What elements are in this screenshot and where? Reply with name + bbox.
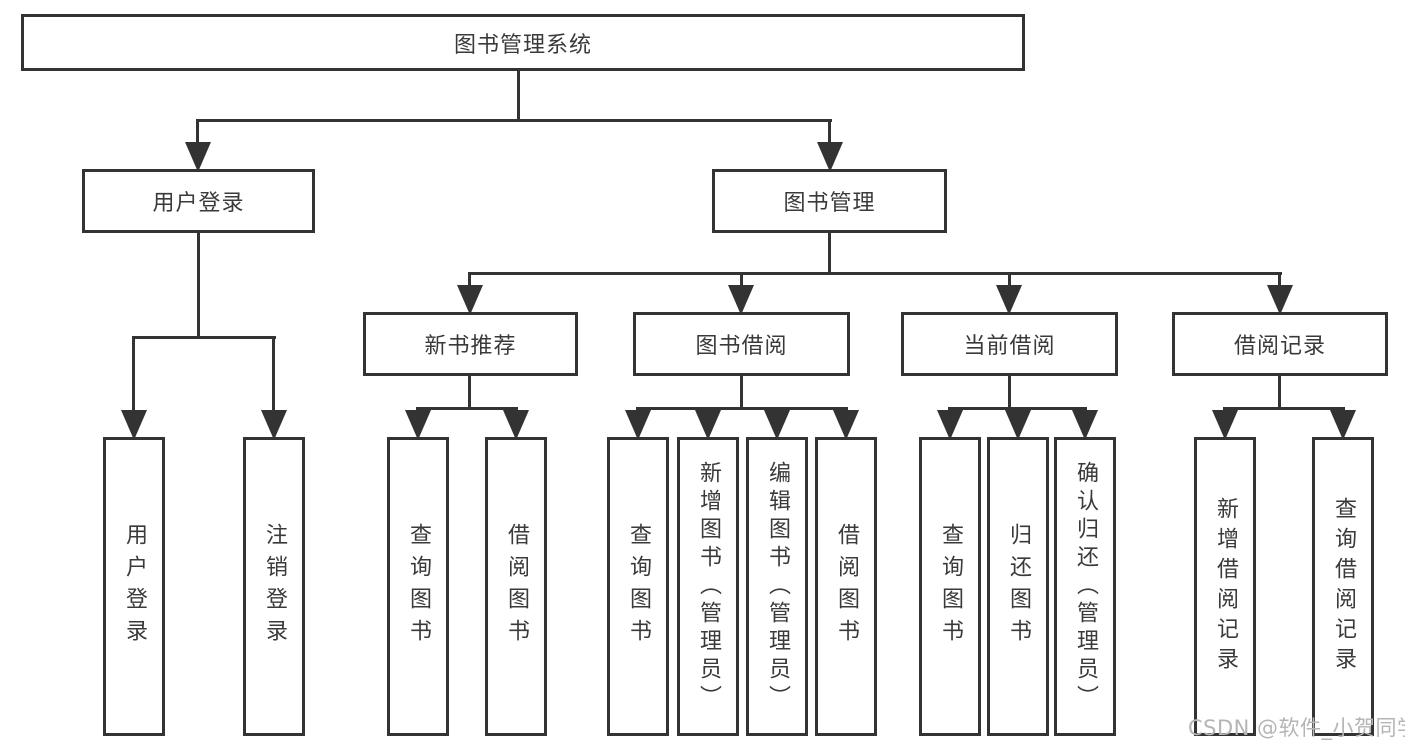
- arrow-down-icon: [833, 410, 859, 440]
- node-leaf-query-book-recommend: 查询图书: [387, 437, 449, 736]
- node-book-borrow: 图书借阅: [633, 312, 850, 376]
- node-leaf-return-book: 归还图书: [987, 437, 1049, 736]
- node-leaf-query-book-borrow-label: 查询图书: [626, 522, 651, 651]
- node-leaf-query-borrow-record-label: 查询借阅记录: [1331, 496, 1356, 677]
- node-leaf-query-book-current-label: 查询图书: [938, 522, 963, 651]
- node-book-management-label: 图书管理: [783, 191, 876, 216]
- connector-line: [740, 272, 743, 291]
- connector-line: [272, 336, 275, 416]
- arrow-down-icon: [1005, 410, 1031, 440]
- connector-line: [196, 119, 199, 148]
- node-leaf-logout-label: 注销登录: [262, 522, 287, 651]
- arrow-down-icon: [1330, 410, 1356, 440]
- node-borrow-record-label: 借阅记录: [1233, 334, 1326, 359]
- node-borrow-record: 借阅记录: [1172, 312, 1388, 376]
- node-leaf-user-login-label: 用户登录: [122, 522, 147, 651]
- node-current-borrow: 当前借阅: [901, 312, 1118, 376]
- node-leaf-logout: 注销登录: [243, 437, 305, 736]
- node-leaf-query-book-recommend-label: 查询图书: [406, 522, 431, 651]
- arrow-down-icon: [764, 410, 790, 440]
- connector-line: [468, 375, 471, 410]
- node-leaf-borrow-book: 借阅图书: [815, 437, 877, 736]
- connector-line: [196, 119, 832, 122]
- connector-line: [1278, 375, 1281, 410]
- arrow-down-icon: [728, 285, 754, 315]
- node-user-login-label: 用户登录: [152, 191, 245, 216]
- connector-line: [197, 233, 200, 339]
- node-leaf-borrow-book-label: 借阅图书: [834, 522, 859, 651]
- node-leaf-add-borrow-record: 新增借阅记录: [1194, 437, 1256, 736]
- arrow-down-icon: [457, 285, 483, 315]
- node-root-label: 图书管理系统: [453, 32, 592, 58]
- arrow-down-icon: [405, 410, 431, 440]
- connector-line: [740, 375, 743, 410]
- connector-line: [132, 336, 135, 416]
- node-book-management: 图书管理: [712, 169, 947, 233]
- node-leaf-add-book-admin-label: 新增图书（管理员）: [696, 460, 721, 713]
- arrow-down-icon: [695, 410, 721, 440]
- connector-line: [1223, 407, 1345, 410]
- arrow-down-icon: [261, 410, 287, 440]
- node-leaf-add-borrow-record-label: 新增借阅记录: [1213, 496, 1238, 677]
- connector-line: [1008, 375, 1011, 410]
- connector-line: [416, 407, 518, 410]
- arrow-down-icon: [996, 285, 1022, 315]
- connector-line: [636, 407, 848, 410]
- arrow-down-icon: [817, 142, 843, 172]
- node-new-book-recommend: 新书推荐: [363, 312, 578, 376]
- connector-line: [1008, 272, 1011, 291]
- connector-line: [828, 233, 831, 275]
- watermark-text: CSDN @软件_小贺同学: [1188, 716, 1405, 740]
- arrow-down-icon: [1212, 410, 1238, 440]
- arrow-down-icon: [937, 410, 963, 440]
- arrow-down-icon: [625, 410, 651, 440]
- node-leaf-query-book-current: 查询图书: [919, 437, 981, 736]
- connector-line: [517, 70, 520, 122]
- node-leaf-return-book-label: 归还图书: [1006, 522, 1031, 651]
- connector-line: [1278, 272, 1281, 291]
- connector-line: [468, 272, 1282, 275]
- node-leaf-query-borrow-record: 查询借阅记录: [1312, 437, 1374, 736]
- node-leaf-query-book-borrow: 查询图书: [607, 437, 669, 736]
- node-root: 图书管理系统: [21, 14, 1025, 71]
- node-leaf-confirm-return-admin-label: 确认归还（管理员）: [1073, 460, 1098, 713]
- arrow-down-icon: [503, 410, 529, 440]
- arrow-down-icon: [1267, 285, 1293, 315]
- connector-line: [828, 119, 831, 148]
- node-leaf-borrow-book-recommend-label: 借阅图书: [504, 522, 529, 651]
- connector-line: [468, 272, 471, 291]
- node-leaf-confirm-return-admin: 确认归还（管理员）: [1054, 437, 1116, 736]
- node-user-login: 用户登录: [82, 169, 315, 233]
- node-leaf-edit-book-admin-label: 编辑图书（管理员）: [765, 460, 790, 713]
- arrow-down-icon: [121, 410, 147, 440]
- node-new-book-recommend-label: 新书推荐: [424, 334, 517, 359]
- node-leaf-borrow-book-recommend: 借阅图书: [485, 437, 547, 736]
- node-leaf-add-book-admin: 新增图书（管理员）: [677, 437, 739, 736]
- arrow-down-icon: [185, 142, 211, 172]
- node-current-borrow-label: 当前借阅: [963, 334, 1056, 359]
- arrow-down-icon: [1072, 410, 1098, 440]
- node-book-borrow-label: 图书借阅: [695, 334, 788, 359]
- node-leaf-edit-book-admin: 编辑图书（管理员）: [746, 437, 808, 736]
- node-leaf-user-login: 用户登录: [103, 437, 165, 736]
- connector-line: [132, 336, 276, 339]
